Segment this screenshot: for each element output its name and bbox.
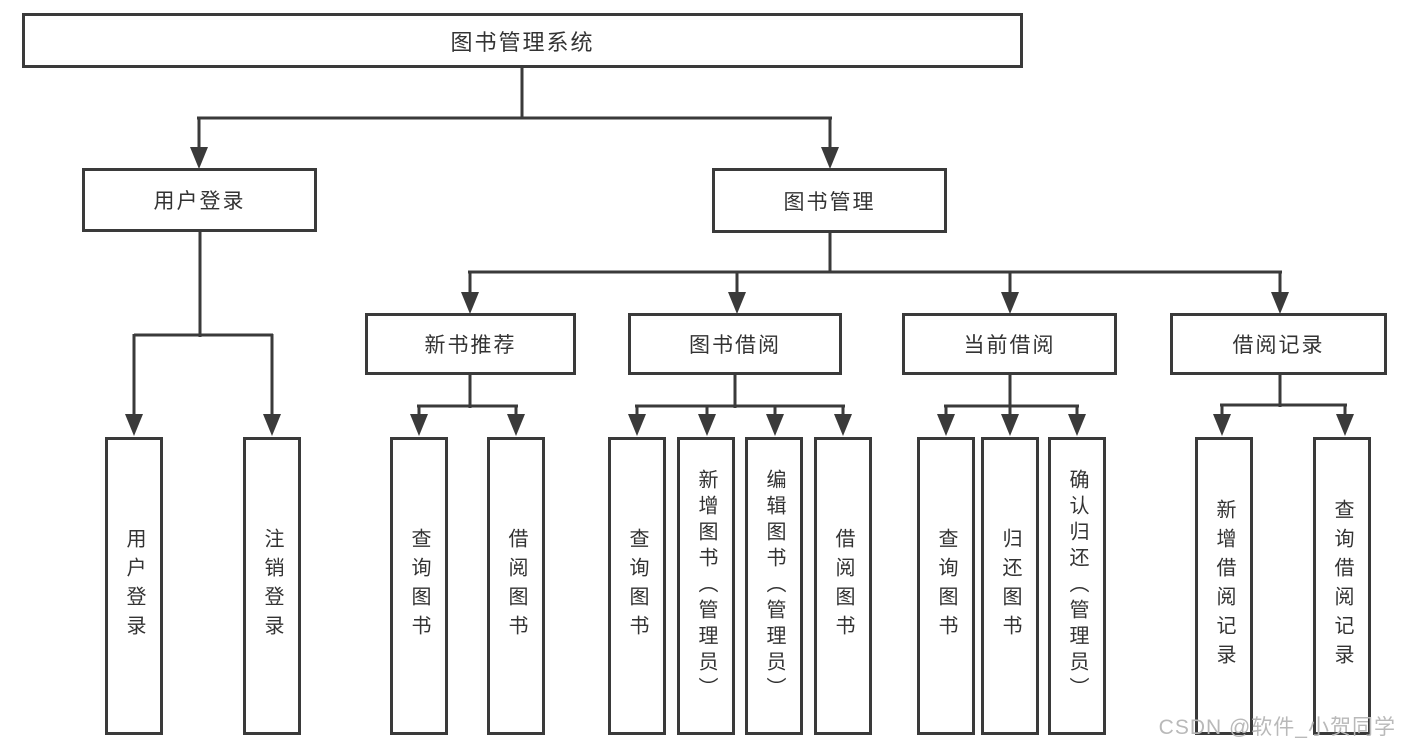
node-current-borrowing: 当前借阅: [902, 313, 1117, 375]
node-borrowing-records: 借阅记录: [1170, 313, 1387, 375]
leaf-query-books-borrowing: 查询图书: [608, 437, 666, 735]
leaf-return-books: 归还图书: [981, 437, 1039, 735]
leaf-borrow-books: 借阅图书: [814, 437, 872, 735]
csdn-watermark: CSDN @软件_小贺同学: [1158, 716, 1396, 739]
leaf-logout: 注销登录: [243, 437, 301, 735]
node-user-login: 用户登录: [82, 168, 317, 232]
leaf-confirm-return-admin: 确认归还（管理员）: [1048, 437, 1106, 735]
node-book-management: 图书管理: [712, 168, 947, 233]
leaf-borrow-books-recommendation: 借阅图书: [487, 437, 545, 735]
leaf-query-books-current: 查询图书: [917, 437, 975, 735]
leaf-query-books-recommendation: 查询图书: [390, 437, 448, 735]
node-new-book-recommendation: 新书推荐: [365, 313, 576, 375]
node-book-borrowing: 图书借阅: [628, 313, 842, 375]
leaf-add-books-admin: 新增图书（管理员）: [677, 437, 735, 735]
leaf-query-borrow-record: 查询借阅记录: [1313, 437, 1371, 735]
leaf-add-borrow-record: 新增借阅记录: [1195, 437, 1253, 735]
leaf-edit-books-admin: 编辑图书（管理员）: [745, 437, 803, 735]
leaf-user-login: 用户登录: [105, 437, 163, 735]
node-library-management-system: 图书管理系统: [22, 13, 1023, 68]
